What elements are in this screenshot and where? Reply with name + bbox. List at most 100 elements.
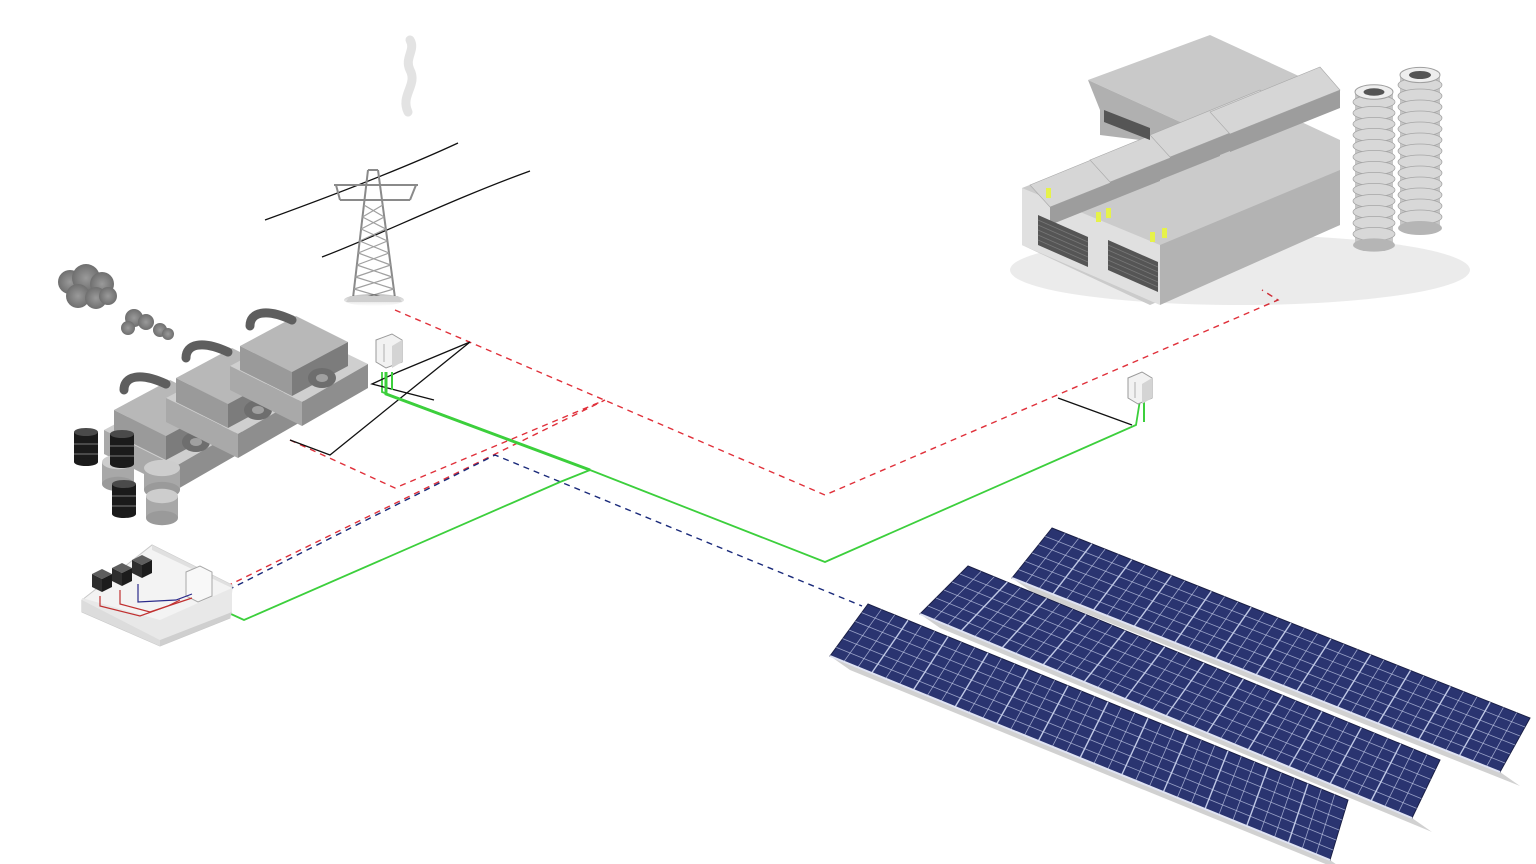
link-diesel-generators-to-control-room	[214, 399, 606, 593]
tower-brace	[358, 240, 388, 254]
tower-brace	[356, 252, 390, 266]
generator-unit	[230, 308, 368, 426]
generator-body-top	[240, 316, 348, 372]
transformer-front	[112, 568, 122, 586]
panel-gridline	[855, 620, 1343, 821]
factory	[1010, 35, 1470, 305]
back-door	[1104, 110, 1150, 140]
barrel-bottom	[112, 510, 136, 518]
transformer-side	[142, 560, 152, 578]
junction-box-grid	[375, 333, 403, 369]
door-slat	[1037, 234, 1089, 258]
door-slat	[1107, 254, 1159, 278]
factory-icon	[1010, 35, 1470, 305]
panel-gridline	[959, 573, 1436, 771]
lit-window	[1046, 188, 1051, 198]
oil-barrel	[74, 428, 98, 466]
flywheel-hub	[252, 406, 264, 414]
tower-brace	[360, 228, 388, 242]
link-control-room-to-junction-box-grid	[195, 469, 591, 621]
transmission-tower-icon	[264, 35, 531, 306]
transformer-side	[122, 568, 132, 586]
barrel-body	[110, 434, 134, 464]
stack-opening	[1363, 88, 1385, 96]
cooling-stack	[1352, 84, 1396, 252]
panel-gridline	[951, 581, 1431, 780]
panel-gridline	[943, 589, 1427, 790]
tank-bottom	[146, 510, 178, 526]
panel-gridline	[848, 629, 1340, 831]
diesel-generators	[58, 264, 368, 490]
transformer-front	[132, 560, 142, 578]
oil-barrel	[112, 480, 136, 518]
electrical-room-icon	[81, 544, 233, 647]
door-slat	[1037, 219, 1089, 243]
lit-window	[1096, 212, 1101, 222]
panel-frame	[919, 613, 1413, 819]
link-junction-box-grid-to-junction-box-factory	[381, 372, 1141, 563]
link-green-trunk	[384, 372, 591, 472]
stack-base	[1398, 221, 1442, 235]
generator-base-side	[302, 364, 368, 426]
flywheel-hub	[316, 374, 328, 382]
door-slat	[1037, 229, 1089, 253]
tower-brace	[362, 216, 387, 230]
transmission-tower	[264, 35, 531, 306]
junction-box-icon	[1127, 371, 1153, 405]
generator-body-front	[114, 410, 166, 460]
cooling-stack	[1397, 66, 1443, 235]
sawtooth-glazing	[1230, 90, 1340, 152]
panel-gridline	[1031, 552, 1516, 746]
exhaust-pipe	[119, 372, 171, 395]
panel-gridline	[1045, 535, 1526, 728]
link-control-room-to-solar-farm	[227, 454, 863, 607]
transformer-side	[102, 574, 112, 592]
door-slat	[1107, 264, 1159, 288]
exhaust-pipe	[181, 340, 233, 363]
tower-brace	[359, 228, 387, 242]
door-slat	[1107, 249, 1159, 273]
lit-window	[1106, 208, 1111, 218]
transformer	[92, 569, 112, 592]
tank-top	[146, 488, 178, 504]
transformer-front	[92, 574, 102, 592]
main-hall-side	[1160, 170, 1340, 305]
fuel-barrels	[74, 428, 180, 526]
junction-box-icon	[375, 333, 403, 369]
control-room	[81, 544, 233, 647]
panel-gridline	[842, 638, 1337, 841]
tower-brace	[353, 276, 393, 290]
panel-frame	[829, 655, 1331, 861]
solar-farm	[829, 527, 1531, 864]
flywheel-hub	[190, 438, 202, 446]
oil-barrel	[110, 430, 134, 468]
panel-frame	[1011, 577, 1501, 773]
panel-shadow	[1012, 578, 1520, 786]
panel-shadow	[920, 614, 1432, 832]
diesel-generator-icon	[58, 264, 368, 490]
lit-window	[1162, 228, 1167, 238]
door-slat	[1037, 224, 1089, 248]
barrel-bottom	[74, 458, 98, 466]
barrel-body	[74, 432, 98, 462]
solar-panel-row	[919, 565, 1441, 832]
connection-lines	[195, 289, 1280, 621]
barrel-bottom	[110, 460, 134, 468]
generator-body-front	[240, 346, 292, 396]
tower-brace	[355, 264, 391, 278]
oil-barrel-icon	[74, 428, 180, 526]
solar-panel-row	[829, 603, 1349, 864]
lit-window	[1150, 232, 1155, 242]
generator-base-front	[166, 398, 238, 458]
link-transmission-tower-to-factory	[394, 289, 1280, 496]
tower-brace	[362, 204, 383, 218]
panel-gridline	[861, 612, 1346, 811]
generator-body-front	[176, 378, 228, 428]
barrel-top	[112, 480, 136, 488]
door-slat	[1107, 259, 1159, 283]
solar-panel-row	[1011, 527, 1531, 786]
barrel-body	[112, 484, 136, 514]
solar-panel-icon	[829, 527, 1531, 864]
